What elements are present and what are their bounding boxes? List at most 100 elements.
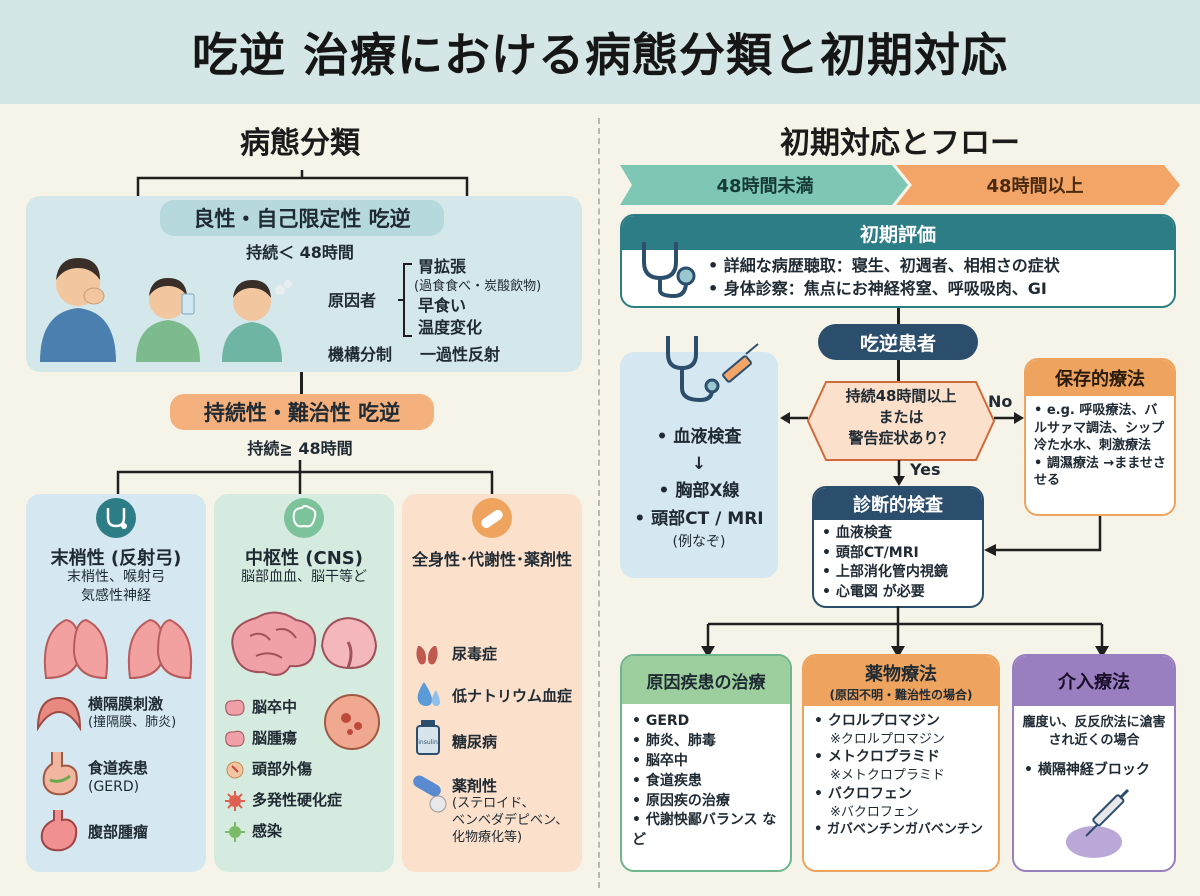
peripheral-item-1-sub: (撞隔膜、肺炎) bbox=[88, 715, 177, 730]
brain-icon bbox=[231, 611, 378, 676]
diaphragm-icon bbox=[36, 696, 82, 732]
central-box bbox=[214, 494, 394, 872]
persistent-pill: 持続性・難治性 吃逆 bbox=[170, 394, 434, 430]
systemic-title: 全身性･代謝性･薬剤性 bbox=[411, 550, 572, 569]
systemic-item-3: 糖尿病 bbox=[452, 733, 498, 751]
peripheral-item-2-sub: (GERD) bbox=[88, 779, 140, 795]
conservative-box: 保存的療法 e.g. 呼吸療法、バルサァマ調法、シップ冷た水水、刺激療法 調濕療… bbox=[1024, 358, 1176, 516]
arrow-conservative-to-diagnostic bbox=[984, 516, 1102, 556]
drug-title: 薬物療法 bbox=[865, 664, 937, 685]
diagnostic-item: 血液検査 bbox=[822, 524, 974, 544]
treatment-split-arrows bbox=[701, 606, 1109, 658]
yes-label: Yes bbox=[910, 460, 941, 479]
no-label: No bbox=[988, 392, 1013, 411]
assessment-item: 詳細な病歴聴取：寝生、初週者、相相さの症状 bbox=[708, 254, 1168, 277]
systemic-item-2: 低ナトリウム血症 bbox=[452, 687, 573, 705]
droplet-icon bbox=[417, 682, 440, 706]
cause-item: 温度変化 bbox=[418, 317, 483, 337]
diagnostic-item: 心電図 が必要 bbox=[822, 583, 974, 603]
stethoscope-icon bbox=[642, 242, 696, 299]
tests-box bbox=[620, 352, 778, 578]
people-illustration bbox=[40, 258, 292, 362]
intervention-list: 横隔神経ブロック bbox=[1014, 752, 1174, 780]
central-item: 頭部外傷 bbox=[224, 754, 342, 785]
header-banner: 吃逆 治療における病態分類と初期対応 bbox=[0, 0, 1200, 104]
decision-hexagon bbox=[806, 381, 996, 461]
diagnostic-list: 血液検査 頭部CT/MRI 上部消化管内視鏡 心電図 が必要 bbox=[814, 520, 982, 606]
intervention-title: 介入療法 bbox=[1014, 656, 1174, 706]
intervention-item: 横隔神経ブロック bbox=[1024, 760, 1164, 780]
pill-icon bbox=[413, 775, 447, 813]
test-arrow: ↓ bbox=[691, 454, 707, 475]
coughing-person-icon bbox=[40, 258, 116, 362]
drug-item: • メトクロプラミド bbox=[814, 749, 940, 766]
systemic-item-4: 薬剤性 (ステロイド、 ベンベダデピベン、 化物療化等) bbox=[452, 777, 569, 846]
tests-note: (例なぞ) bbox=[672, 533, 726, 550]
column-divider bbox=[598, 118, 600, 888]
cause-item: 代謝怏鄙バランス など bbox=[632, 811, 780, 851]
causes-list: 胃拡張 (過食食べ・炭酸飲物) 早食い 温度変化 bbox=[414, 256, 541, 338]
brain-tumor-icon bbox=[324, 694, 380, 750]
peripheral-subtitle-1: 末梢性、喉射弓 bbox=[67, 569, 165, 585]
cause-item: 早食い bbox=[418, 296, 467, 316]
cause-item: 肺炎、肺毒 bbox=[632, 732, 780, 752]
stethoscope-icon bbox=[96, 498, 136, 538]
drug-item-sub: ※クロルプロマジン bbox=[830, 731, 945, 747]
decision-text: 持続48時間以上 または 警告症状あり？ bbox=[845, 387, 957, 447]
persistent-duration: 持続≧ 48時間 bbox=[247, 439, 353, 458]
mechanism-label: 機構分制 bbox=[328, 345, 393, 364]
page-title: 吃逆 治療における病態分類と初期対応 bbox=[191, 28, 1008, 82]
drug-therapy-box: 薬物療法 (原因不明・難治性の場合) • クロルプロマジン ※クロルプロマジン … bbox=[802, 654, 1000, 872]
peripheral-title: 末梢性 (反射弓) bbox=[50, 548, 182, 569]
nerve-block-syringe-icon bbox=[1066, 788, 1130, 858]
cause-item: 胃拡張 bbox=[418, 257, 467, 276]
tests-list: • 血液検査 ↓ • 胸部X線 • 頭部CT / MRI (例なぞ) bbox=[620, 424, 778, 552]
peripheral-item-3: 腹部腫瘤 bbox=[88, 823, 149, 841]
drug-item-sub: ※バクロフェン bbox=[830, 804, 919, 820]
causes-brace bbox=[398, 263, 412, 337]
benign-pill: 良性・自己限定性 吃逆 bbox=[160, 200, 444, 236]
central-item: 多発性硬化症 bbox=[224, 785, 342, 816]
assessment-title: 初期評価 bbox=[622, 216, 1174, 250]
hiccup-person-icon bbox=[222, 280, 292, 362]
peripheral-item-2: 食道疾患 bbox=[88, 759, 149, 777]
drug-item: • バクロフェン bbox=[814, 785, 912, 802]
connector bbox=[897, 360, 900, 382]
cause-item: 食道疾患 bbox=[632, 772, 780, 792]
cause-item: (過食食べ・炭酸飲物) bbox=[414, 278, 542, 294]
lungs-icon bbox=[43, 618, 193, 680]
diagnostic-box: 診断的検査 血液検査 頭部CT/MRI 上部消化管内視鏡 心電図 が必要 bbox=[812, 486, 984, 608]
conservative-item: e.g. 呼吸療法、バルサァマ調法、シップ冷た水水、刺激療法 bbox=[1034, 402, 1168, 455]
top-bracket bbox=[136, 170, 469, 196]
drug-header: 薬物療法 (原因不明・難治性の場合) bbox=[804, 656, 998, 706]
test-item: • 頭部CT / MRI bbox=[634, 508, 764, 529]
drinking-person-icon bbox=[136, 278, 200, 362]
germ-icon bbox=[225, 821, 245, 842]
vial-label: insulin bbox=[418, 739, 438, 746]
timeline-over-48h: 48時間以上 bbox=[986, 176, 1084, 197]
intervention-desc: 龐度い、反反欣法に滄害され近くの場合 bbox=[1022, 715, 1166, 749]
central-item: 感染 bbox=[224, 816, 342, 847]
peripheral-item-1: 横隔膜刺激 bbox=[88, 695, 164, 713]
left-section-title: 病態分類 bbox=[240, 126, 360, 161]
stomach-icon bbox=[42, 752, 78, 796]
drug-item-sub: ※メトクロプラミド bbox=[830, 768, 945, 784]
benign-duration: 持続＜ 48時間 bbox=[246, 243, 354, 262]
brain-small-icon bbox=[225, 699, 245, 716]
insulin-vial-icon: insulin bbox=[416, 720, 440, 755]
drug-subtitle: (原因不明・難治性の場合) bbox=[829, 688, 973, 702]
diagnostic-item: 上部消化管内視鏡 bbox=[822, 563, 974, 583]
brain-badge-icon bbox=[284, 498, 324, 538]
arrow-yes bbox=[893, 460, 905, 486]
central-item: 脳卒中 bbox=[224, 692, 342, 723]
cause-treatment-list: GERD 肺炎、肺毒 脳卒中 食道疾患 原因疾の治療 代謝怏鄙バランス など bbox=[622, 704, 790, 859]
conservative-item: 調濕療法 →まませさせる bbox=[1034, 455, 1168, 490]
timeline-arrows bbox=[620, 165, 1180, 205]
diagnostic-title: 診断的検査 bbox=[814, 488, 982, 520]
drug-list: • クロルプロマジン ※クロルプロマジン • メトクロプラミド ※メトクロプラミ… bbox=[804, 706, 998, 845]
peripheral-subtitle-2: 気感性神経 bbox=[81, 588, 151, 604]
stethoscope-syringe-icon bbox=[666, 336, 759, 403]
drug-item: • クロルプロマジン bbox=[814, 713, 940, 729]
right-section-title: 初期対応とフロー bbox=[780, 126, 1020, 161]
cause-item: 原因疾の治療 bbox=[632, 792, 780, 812]
